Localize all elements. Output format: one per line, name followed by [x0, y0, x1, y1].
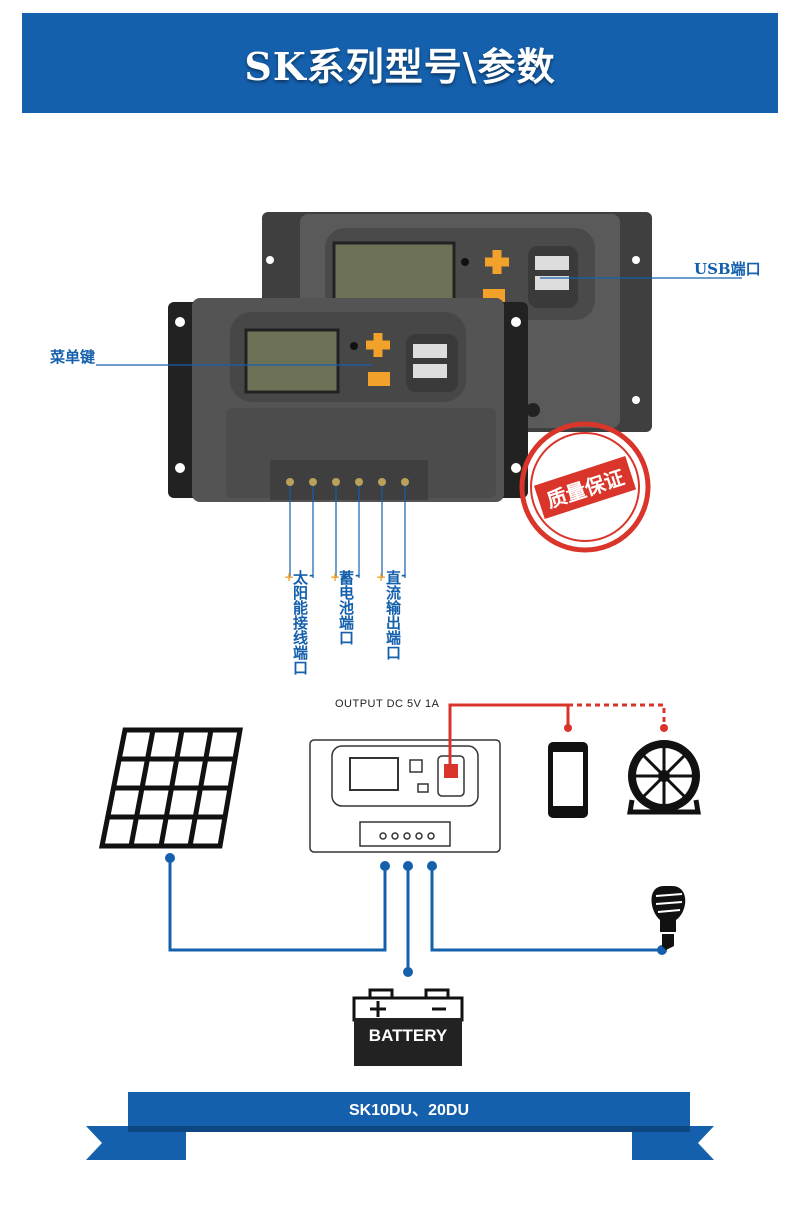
usb-port-label: USB端口 [694, 260, 761, 278]
product-illustration [96, 212, 742, 578]
fan-icon [627, 740, 701, 815]
footer-model: SK10DU、20DU [348, 1102, 470, 1119]
stamp-text: 质量保证 [533, 455, 637, 519]
solar-minus: - [309, 568, 315, 583]
battery-terminal-label: 蓄电池端口 [337, 570, 355, 645]
bulb-icon [651, 886, 686, 950]
front-controller-icon [168, 298, 528, 502]
controller-outline-icon [309, 739, 501, 853]
menu-key-label: 菜单键 [50, 348, 96, 366]
dc-minus: - [401, 568, 407, 583]
phone-icon [548, 742, 588, 818]
battery-plus: + [330, 570, 341, 584]
dc-output-terminal-label: 直流输出端口 [384, 570, 402, 660]
solar-plus: + [284, 570, 295, 584]
solar-terminal-label: 太阳能接线端口 [291, 570, 309, 675]
battery-label: BATTERY [368, 1026, 448, 1045]
solar-panel-icon [98, 727, 243, 849]
quality-stamp-icon [519, 421, 651, 553]
header-banner: SK系列型号\参数 [22, 13, 778, 113]
output-spec-label: OUTPUT DC 5V 1A [335, 698, 440, 710]
page-title: SK系列型号\参数 [244, 43, 556, 89]
dc-plus: + [376, 570, 387, 584]
quality-stamp: 质量保证 [520, 422, 650, 552]
battery-minus: - [355, 568, 361, 583]
